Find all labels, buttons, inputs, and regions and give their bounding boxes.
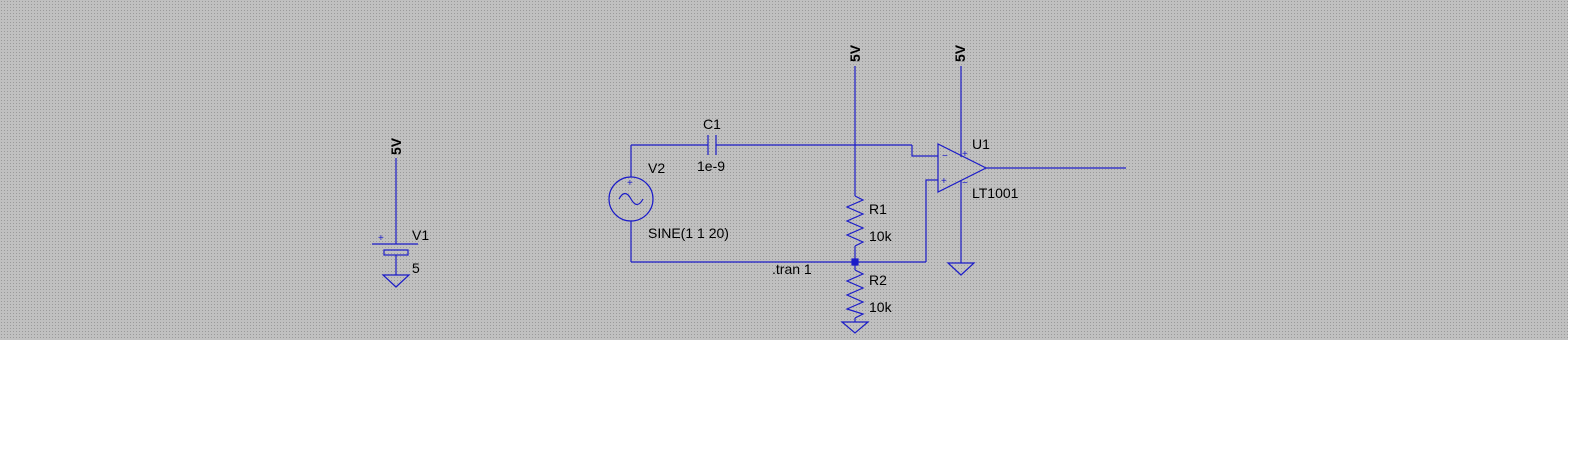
schematic-canvas[interactable]: + 5V V1 5 + V2 SINE(1 1 20) C1 1e-9 5V R… bbox=[0, 0, 1568, 340]
ground-icon bbox=[840, 321, 870, 334]
battery-plate-short bbox=[383, 249, 409, 256]
plus-sign: + bbox=[962, 149, 968, 160]
v1-value[interactable]: 5 bbox=[412, 260, 420, 276]
resistor-zigzag bbox=[845, 269, 865, 319]
r1-name[interactable]: R1 bbox=[869, 201, 887, 217]
net-label-5v[interactable]: 5V bbox=[388, 137, 404, 155]
v2-value[interactable]: SINE(1 1 20) bbox=[648, 225, 729, 241]
r2-value[interactable]: 10k bbox=[869, 299, 893, 315]
net-label-5v[interactable]: 5V bbox=[847, 44, 863, 62]
u1-name[interactable]: U1 bbox=[972, 136, 990, 152]
ground-icon bbox=[381, 274, 411, 288]
tran-directive[interactable]: .tran 1 bbox=[772, 261, 812, 277]
v1-battery[interactable]: + bbox=[372, 158, 418, 288]
wire-non-inverting-input bbox=[925, 179, 938, 262]
v2-name[interactable]: V2 bbox=[648, 160, 665, 176]
plus-sign: + bbox=[378, 233, 384, 244]
ground-icon bbox=[946, 262, 976, 276]
minus-sign: − bbox=[962, 178, 968, 189]
r2-resistor[interactable] bbox=[840, 262, 870, 334]
opamp-triangle bbox=[937, 143, 988, 193]
r2-name[interactable]: R2 bbox=[869, 272, 887, 288]
c1-name[interactable]: C1 bbox=[703, 116, 721, 132]
minus-sign: − bbox=[942, 151, 948, 162]
r1-value[interactable]: 10k bbox=[869, 228, 893, 244]
u1-opamp[interactable]: − + + − bbox=[937, 66, 1126, 276]
wire-inverting-input bbox=[911, 145, 938, 157]
sine-wave-icon bbox=[618, 192, 644, 206]
junction-dot bbox=[851, 258, 859, 266]
net-label-5v[interactable]: 5V bbox=[952, 44, 968, 62]
c1-value[interactable]: 1e-9 bbox=[697, 158, 725, 174]
plus-sign: + bbox=[627, 178, 633, 189]
v1-name[interactable]: V1 bbox=[412, 227, 429, 243]
plus-sign: + bbox=[941, 176, 947, 187]
u1-value[interactable]: LT1001 bbox=[972, 185, 1019, 201]
r1-resistor[interactable] bbox=[845, 66, 865, 262]
resistor-zigzag bbox=[845, 195, 865, 247]
v2-sine-source[interactable]: + bbox=[608, 145, 654, 262]
schematic-drawing[interactable]: + 5V V1 5 + V2 SINE(1 1 20) C1 1e-9 5V R… bbox=[0, 0, 1568, 340]
c1-capacitor[interactable] bbox=[631, 135, 912, 155]
